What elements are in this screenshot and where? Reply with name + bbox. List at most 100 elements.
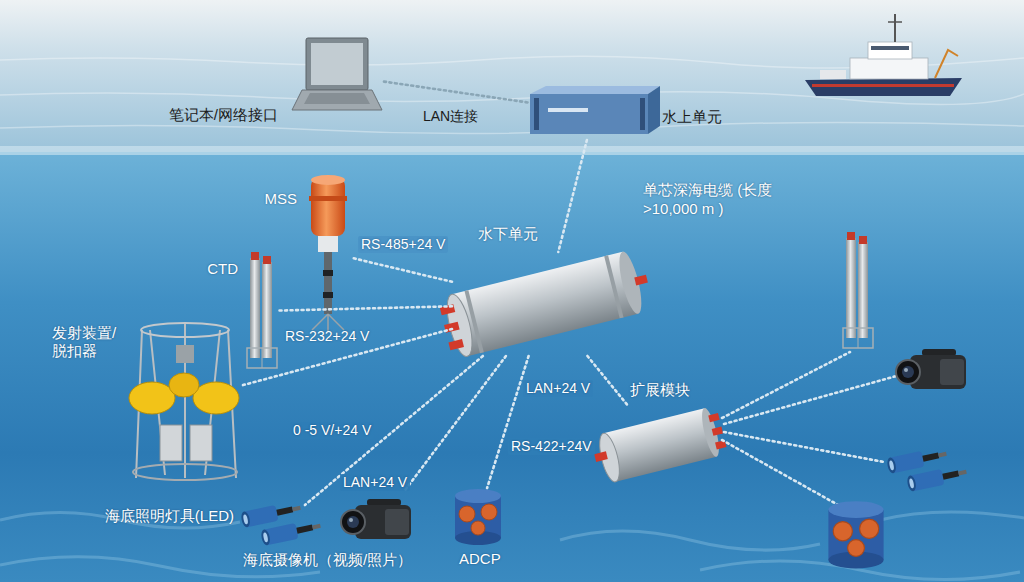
ctd-sensor: CTD [246, 252, 278, 370]
laptop-keys [304, 93, 370, 104]
mss-ring [309, 196, 347, 201]
research-ship [805, 14, 962, 96]
signal-cable [558, 140, 587, 252]
unit-top [530, 86, 660, 94]
signal-label: RS-232+24 V [282, 328, 372, 345]
expansion-connector [712, 427, 723, 436]
surface-unit-drawing [530, 86, 660, 134]
ship-windows [871, 46, 909, 50]
unit-side [648, 86, 660, 134]
laptop-base [292, 90, 382, 110]
signal-cable [351, 258, 452, 282]
signal-label: RS-422+24V [508, 438, 595, 455]
signal-label: LAN+24 V [523, 380, 593, 397]
ship-bridge [868, 42, 912, 59]
mss-segment [323, 292, 333, 298]
laptop-screen [311, 43, 363, 85]
unit-front [530, 94, 648, 134]
launcher-instrument [160, 425, 182, 461]
unit-handle [534, 98, 539, 130]
signal-cable [487, 356, 528, 488]
led-light: 海底照明灯具(LED) [238, 505, 318, 550]
device-label: 水下单元 [478, 225, 538, 243]
underwater [0, 152, 1024, 582]
device-label: 海底摄像机（视频/照片） [243, 551, 412, 569]
launcher-base [133, 464, 237, 480]
unit-connector [448, 339, 464, 350]
mss-collar [318, 236, 338, 252]
ship-crane [935, 50, 958, 78]
expansion-drawing [590, 405, 728, 485]
water-line [0, 146, 1024, 155]
device-label: CTD [207, 260, 238, 278]
signal-cable [587, 356, 627, 405]
device-label: ADCP [459, 550, 501, 568]
unit-end [442, 292, 477, 359]
seabed-camera: 海底摄像机（视频/照片） [343, 492, 423, 547]
sky-surface [0, 0, 1024, 158]
mss-sensor: MSS [303, 172, 351, 332]
laptop-terminal: 笔记本/网络接口 [292, 36, 384, 114]
ship-hull [805, 78, 962, 96]
signal-cable [243, 329, 452, 385]
ctd-drawing [843, 232, 873, 348]
device-label: 扩展模块 [630, 381, 690, 399]
launcher-drawing [129, 322, 239, 480]
unit-connector [634, 275, 648, 286]
led-light-drawing [240, 500, 322, 546]
led-light-drawing [886, 446, 968, 492]
signal-label: 0 -5 V/+24 V [290, 422, 374, 439]
ship-aft [820, 70, 846, 79]
device-label: 海底照明灯具(LED) [105, 507, 234, 525]
launcher-release: 发射装置/脱扣器 [128, 318, 243, 483]
device-label: 发射装置/脱扣器 [52, 324, 126, 360]
camera-drawing [896, 349, 966, 389]
launcher-float [129, 382, 175, 414]
laptop-drawing [292, 38, 382, 110]
ship-stripe [812, 84, 954, 87]
mss-cap [311, 175, 345, 185]
launcher-instrument [190, 425, 212, 461]
mss-segment [323, 270, 333, 276]
camera-drawing [341, 499, 411, 539]
signal-label: RS-485+24 V [358, 236, 448, 253]
mss-rod [324, 252, 332, 314]
sensor-wire [722, 352, 900, 506]
ctd-drawing [247, 252, 277, 368]
underwater-unit-drawing [437, 248, 654, 360]
expansion-connector [708, 413, 719, 422]
expansion-end [699, 407, 723, 458]
signal-label: 单芯深海电缆 (长度>10,000 m ) [640, 180, 806, 218]
expansion-connector [594, 451, 608, 462]
device-label: MSS [264, 190, 297, 208]
signal-cable [278, 306, 452, 310]
expansion-cylinder [603, 408, 716, 482]
signal-label: LAN连接 [420, 108, 481, 125]
device-label: 笔记本/网络接口 [169, 106, 278, 124]
adcp-drawing [455, 489, 501, 545]
ship-yard [888, 21, 902, 23]
surface-unit: 水上单元 [528, 84, 660, 140]
mss-float [311, 178, 345, 236]
underwater-unit: 水下单元 [452, 252, 638, 356]
signal-label: LAN+24 V [340, 474, 410, 491]
launcher-float [169, 373, 199, 397]
signal-cable [384, 82, 528, 103]
unit-display [548, 108, 588, 112]
ship-mast [894, 14, 896, 42]
device-label: 水上单元 [662, 108, 722, 126]
unit-handle [640, 98, 645, 130]
launcher-ring [141, 323, 229, 337]
adcp-drawing [828, 501, 883, 568]
surface-waves [0, 56, 1024, 133]
signal-cable [404, 356, 506, 492]
launcher-float [193, 382, 239, 414]
ship-deck [850, 58, 928, 79]
laptop-lid [306, 38, 368, 90]
launcher-head [176, 345, 194, 363]
expansion-module: 扩展模块 [600, 405, 721, 486]
adcp-sensor: ADCP [453, 488, 503, 546]
